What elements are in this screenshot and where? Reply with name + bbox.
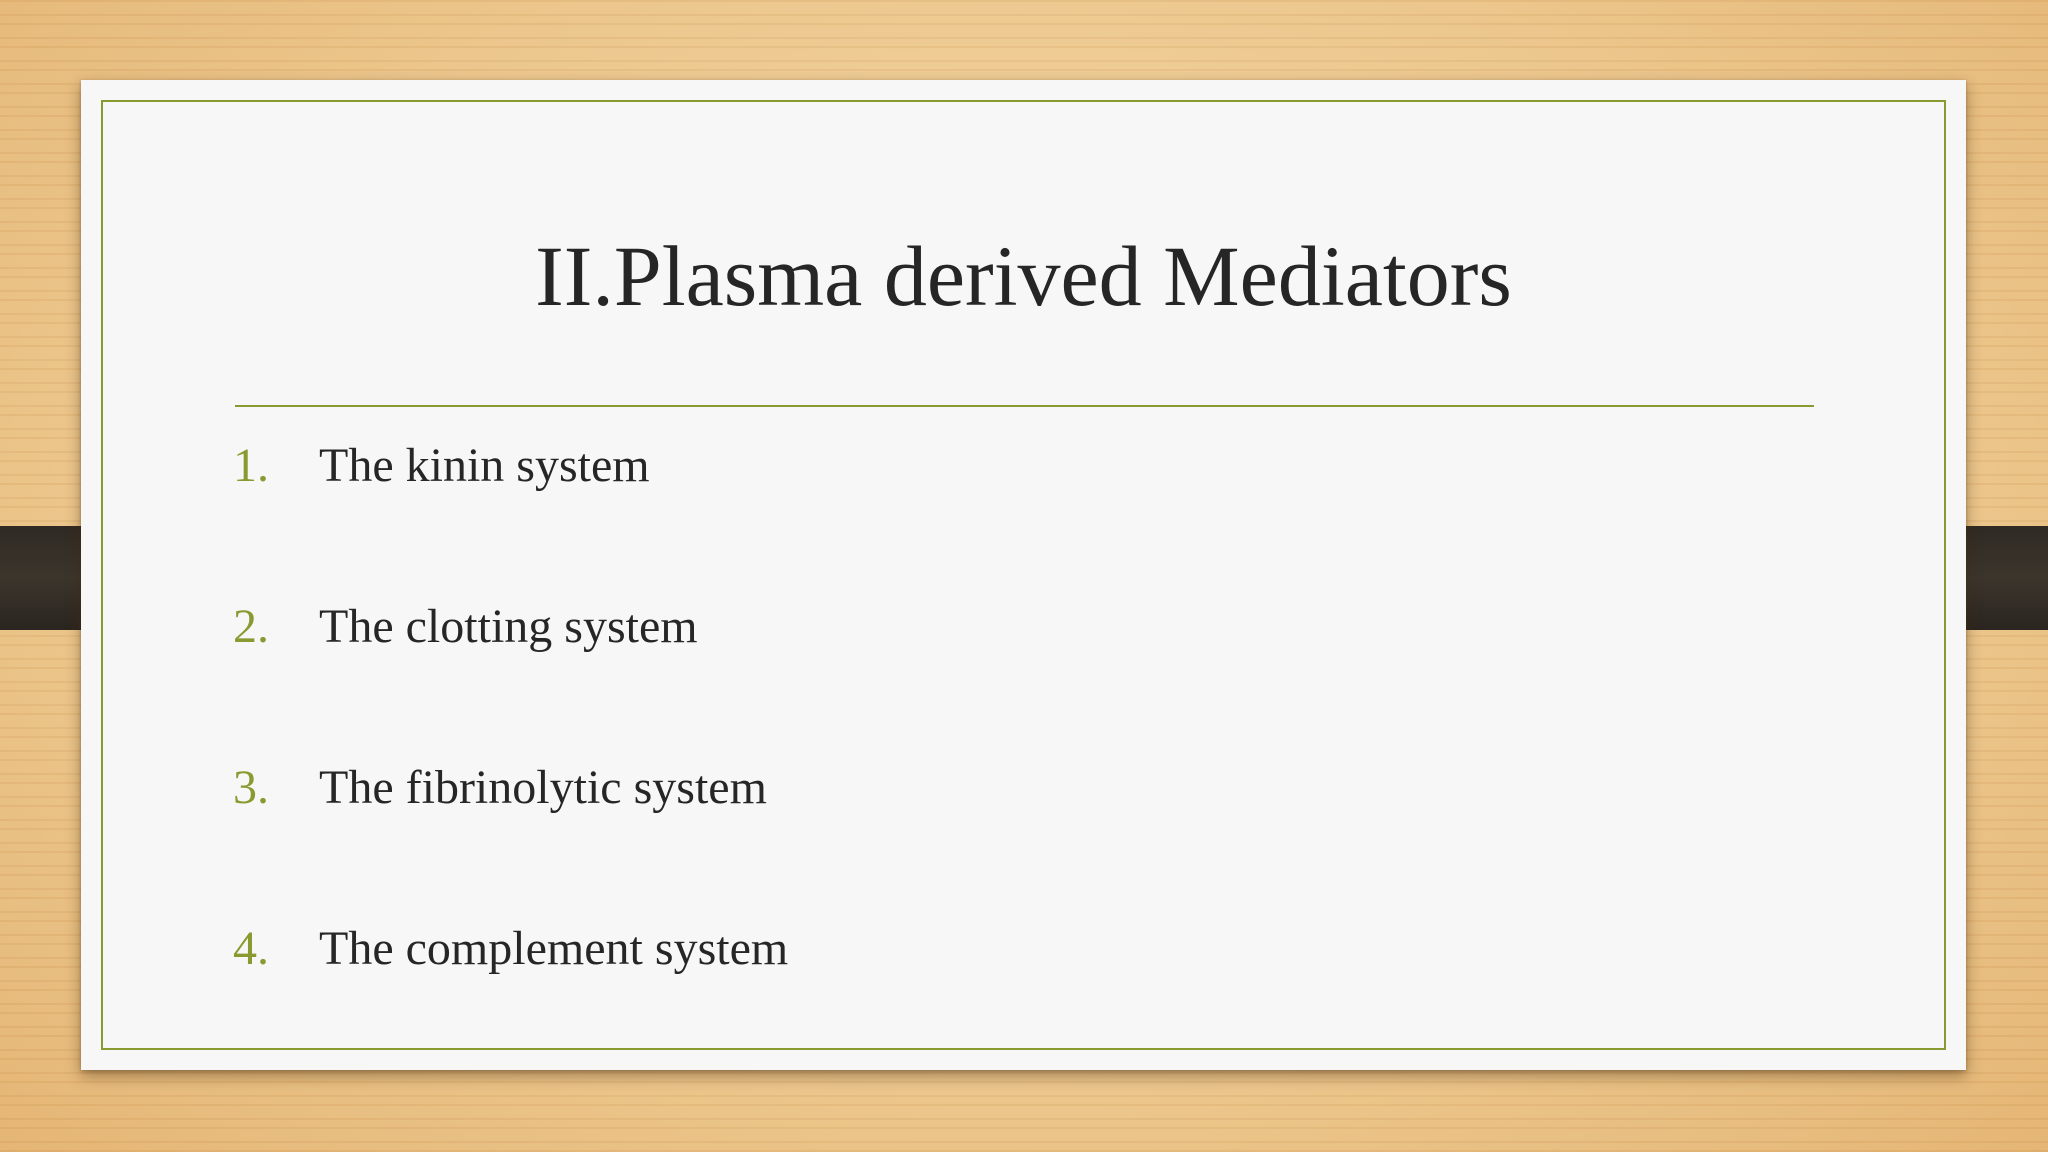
- list-item-text: The kinin system: [319, 439, 650, 492]
- list-item-text: The clotting system: [319, 600, 698, 653]
- slide-card: II.Plasma derived Mediators 1. The kinin…: [81, 80, 1966, 1070]
- list-item-number: 2.: [233, 600, 269, 653]
- mediator-list: 1. The kinin system 2. The clotting syst…: [233, 438, 788, 1082]
- list-item: 2. The clotting system: [233, 599, 788, 760]
- title-divider: [235, 405, 1814, 407]
- list-item: 1. The kinin system: [233, 438, 788, 599]
- list-item-number: 4.: [233, 922, 269, 975]
- list-item: 4. The complement system: [233, 921, 788, 1082]
- slide-title: II.Plasma derived Mediators: [535, 228, 1512, 324]
- list-item-number: 3.: [233, 761, 269, 814]
- list-item: 3. The fibrinolytic system: [233, 760, 788, 921]
- list-item-text: The complement system: [319, 922, 789, 975]
- list-item-number: 1.: [233, 439, 269, 492]
- slide-border-frame: [101, 100, 1946, 1050]
- list-item-text: The fibrinolytic system: [319, 761, 767, 814]
